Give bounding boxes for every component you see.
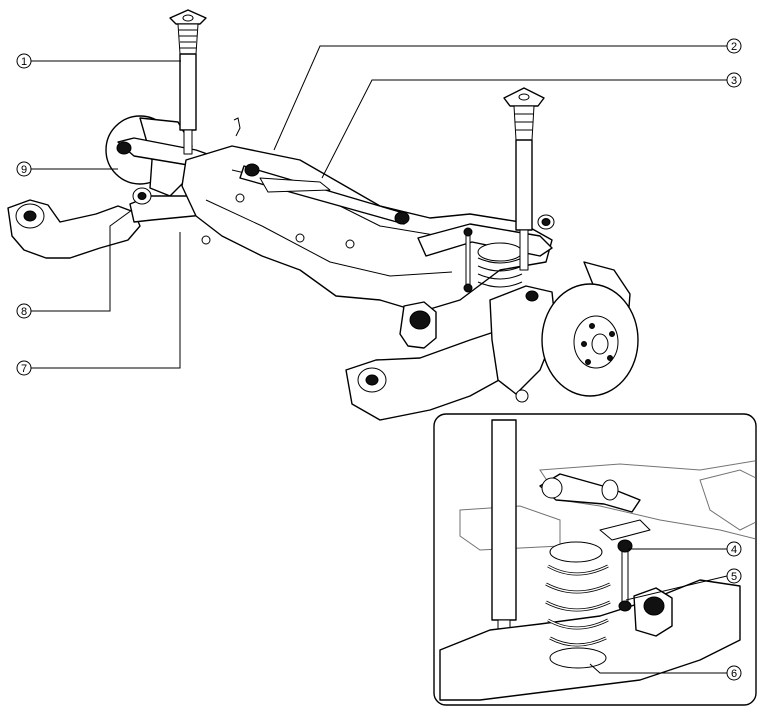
inset-stab-link-upper-joint: [617, 539, 633, 553]
crossmember-rib-2: [205, 199, 453, 277]
right-stabilizer-link: [465, 231, 471, 289]
leader-5: [625, 575, 728, 601]
stab-link-top-joint: [463, 227, 473, 237]
callout-label: 1: [21, 56, 27, 68]
inset-detail: [433, 413, 757, 706]
right-damper-body: [515, 139, 533, 231]
leader-7: [31, 232, 181, 369]
callout-5: 5: [726, 568, 742, 584]
inset-right-bracket: [699, 469, 755, 531]
left-dust-boot: [177, 23, 199, 55]
right-arm-bushing-core: [365, 374, 379, 386]
callout-label: 8: [21, 306, 27, 318]
callout-label: 4: [731, 544, 737, 556]
inset-arm-bushing-core: [643, 596, 665, 616]
rod-bushing-right: [394, 211, 410, 225]
left-shock-absorber: [169, 9, 207, 155]
callout-2: 2: [726, 38, 742, 54]
right-mount-nut: [518, 93, 530, 101]
leader-2: [273, 45, 727, 151]
left-damper-body: [179, 53, 197, 131]
rod-bushing-left: [244, 163, 260, 177]
callouts: 1 2 3 4 5 6 7 8: [16, 38, 742, 681]
callout-label: 9: [21, 164, 27, 176]
callout-6: 6: [726, 665, 742, 681]
callout-4: 4: [726, 541, 742, 557]
mount-hole-1: [235, 193, 245, 203]
leader-6: [589, 663, 727, 674]
main-assembly: [7, 9, 639, 421]
callout-label: 7: [21, 363, 27, 375]
lateral-link-bushing-core: [137, 192, 147, 200]
right-shock-absorber: [503, 87, 545, 271]
mount-hole-2: [295, 233, 305, 243]
callout-label: 5: [731, 571, 737, 583]
leader-3: [321, 79, 727, 179]
inset-upper-arm: [539, 473, 641, 513]
right-damper-rod: [519, 229, 529, 271]
stab-link-bottom-joint: [463, 283, 473, 293]
left-damper-rod: [183, 129, 193, 155]
wheel-stud-4: [585, 359, 591, 365]
inset-stab-link-lower-joint: [618, 600, 632, 612]
knuckle-lower-bolt: [515, 389, 529, 403]
callout-8: 8: [16, 303, 32, 319]
upper-arm-bushing: [116, 141, 132, 155]
left-mount-nut: [182, 14, 194, 22]
callout-label: 2: [731, 41, 737, 53]
leader-8: [31, 209, 133, 312]
trailing-link: [259, 177, 331, 193]
inset-upper-arm-joint: [601, 479, 619, 501]
right-upper-bushing-core: [541, 218, 551, 226]
callout-label: 6: [731, 668, 737, 680]
callout-3: 3: [726, 72, 742, 88]
right-spring-seat-top: [477, 242, 523, 262]
wheel-stud-1: [589, 323, 595, 329]
inset-damper-body: [491, 419, 517, 621]
inset-spring-seat-top: [549, 541, 603, 563]
sensor-wire: [233, 117, 241, 137]
right-knuckle: [489, 285, 557, 395]
right-knuckle-bushing: [525, 290, 539, 302]
inset-stabilizer-bar: [599, 519, 651, 541]
leader-lines: [31, 45, 728, 674]
wheel-stud-3: [607, 355, 613, 361]
left-arm-bushing-core: [23, 210, 37, 222]
mount-hole-3: [345, 239, 355, 249]
subframe-bushing-core: [409, 310, 431, 330]
inset-stabilizer-link: [621, 547, 629, 607]
mount-hole-4: [201, 235, 211, 245]
right-coil-spring: [477, 257, 523, 288]
callout-label: 3: [731, 75, 737, 87]
right-hub-center: [591, 333, 609, 355]
right-dust-boot: [513, 105, 535, 141]
wheel-stud-2: [609, 331, 615, 337]
inset-spring-seat-lower: [549, 647, 607, 669]
callout-9: 9: [16, 161, 32, 177]
inset-coil-spring: [545, 564, 611, 647]
inset-upper-arm-bushing: [541, 477, 563, 499]
callout-7: 7: [16, 360, 32, 376]
callout-1: 1: [16, 53, 32, 69]
wheel-stud-5: [581, 341, 587, 347]
